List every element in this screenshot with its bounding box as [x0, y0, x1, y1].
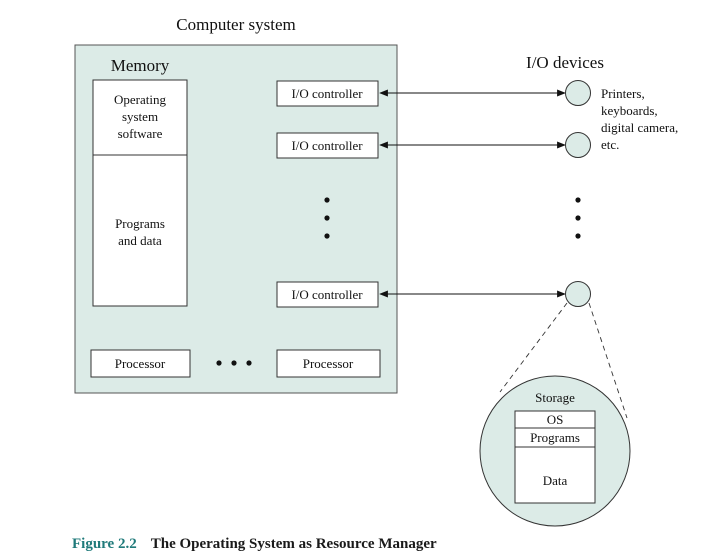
memory-block: [92, 79, 188, 307]
storage-title: Storage: [535, 390, 575, 405]
io-controller-3-label: I/O controller: [291, 287, 363, 302]
figure-caption: Figure 2.2 The Operating System as Resour…: [72, 536, 437, 553]
io-devices-title: I/O devices: [526, 53, 604, 72]
io-controller-2-label: I/O controller: [291, 138, 363, 153]
processor-2: [276, 349, 381, 378]
io-device-1: [565, 80, 591, 106]
io-controller-ellipsis: [324, 197, 330, 239]
io-controller-2: [276, 132, 379, 159]
io-example-4: etc.: [601, 137, 619, 152]
io-device-ellipsis: [575, 197, 581, 239]
processor-1-label: Processor: [115, 356, 166, 371]
os-line-2: system: [122, 109, 158, 124]
processor-1: [90, 349, 191, 378]
programs-line-1: Programs: [115, 216, 165, 231]
zoom-line-right: [588, 302, 628, 419]
memory-label: Memory: [111, 56, 170, 75]
figure-title: The Operating System as Resource Manager: [150, 536, 437, 552]
io-example-1: Printers,: [601, 86, 645, 101]
zoom-line-left: [499, 302, 568, 393]
figure-number: Figure 2.2: [72, 536, 137, 552]
storage-programs-label: Programs: [530, 430, 580, 445]
processor-ellipsis: [216, 360, 252, 366]
programs-line-2: and data: [118, 233, 162, 248]
io-example-3: digital camera,: [601, 120, 678, 135]
io-controller-1-label: I/O controller: [291, 86, 363, 101]
os-line-1: Operating: [114, 92, 166, 107]
io-controller-1: [276, 80, 379, 107]
io-device-3: [565, 281, 591, 307]
computer-system-title: Computer system: [176, 15, 295, 34]
storage-os-label: OS: [547, 412, 564, 427]
storage-block: [514, 410, 596, 504]
os-line-3: software: [118, 126, 163, 141]
io-device-2: [565, 132, 591, 158]
storage-data-label: Data: [543, 473, 568, 488]
io-controller-3: [276, 281, 379, 308]
processor-2-label: Processor: [303, 356, 354, 371]
io-example-2: keyboards,: [601, 103, 658, 118]
